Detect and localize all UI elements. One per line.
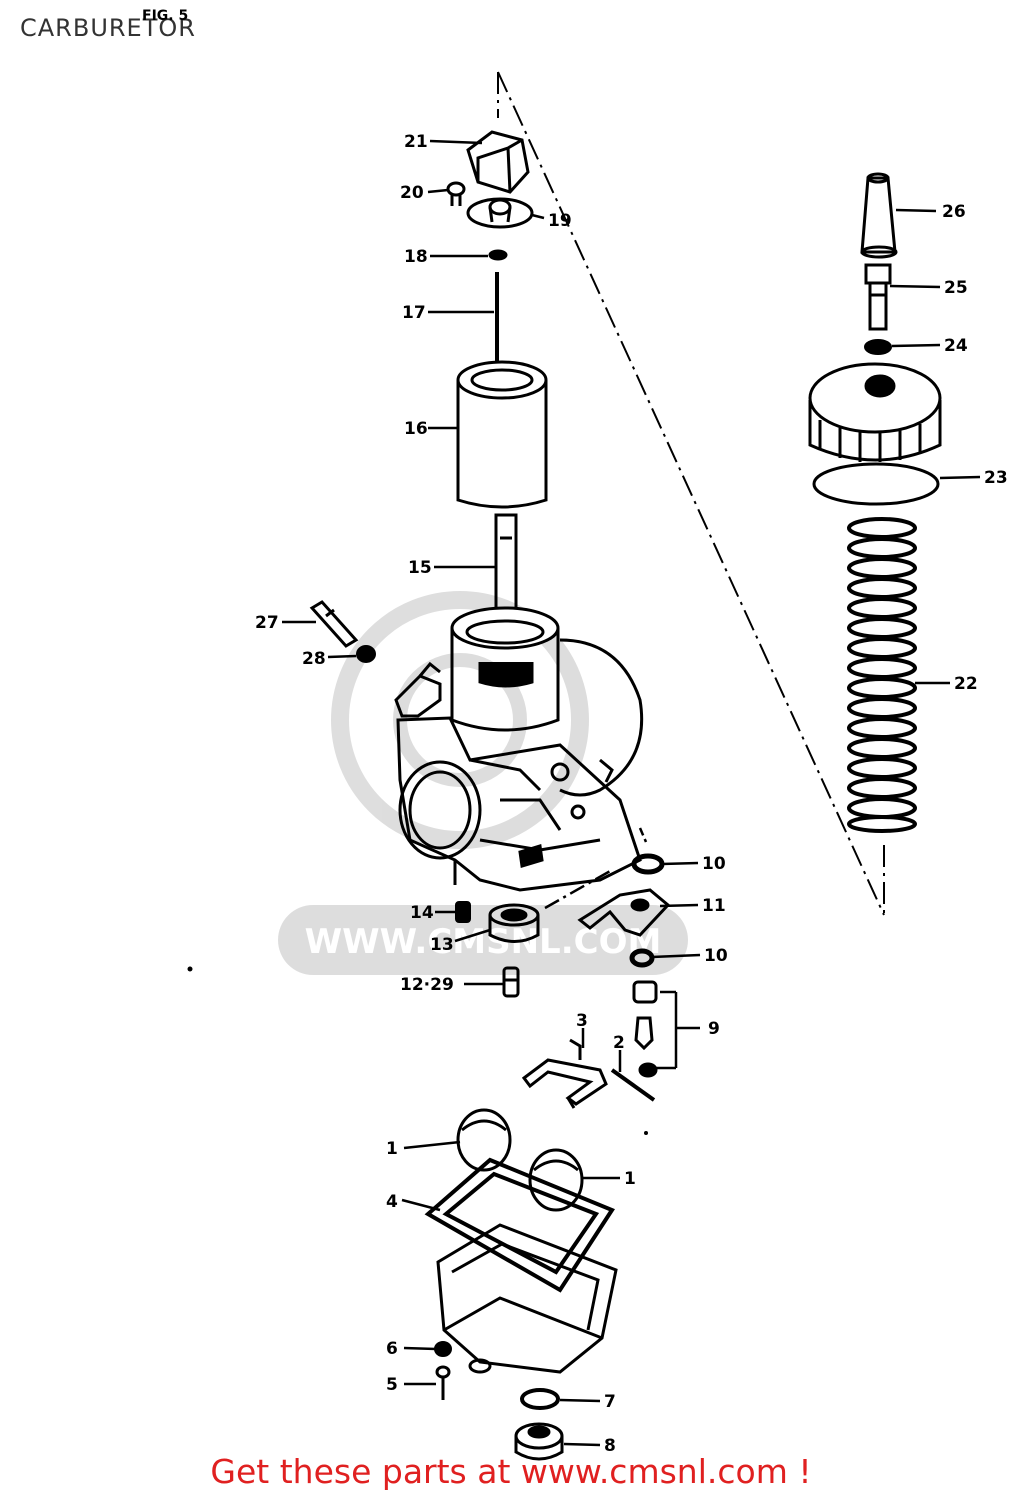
main-jet-14 bbox=[455, 901, 471, 923]
watermark-text: WWW.CMSNL.COM bbox=[305, 922, 662, 962]
part-label: 17 bbox=[402, 303, 426, 323]
part-label: 5 bbox=[386, 1375, 398, 1395]
part-label: 13 bbox=[430, 935, 454, 955]
part-label: 10 bbox=[704, 946, 728, 966]
part-label: 10 bbox=[702, 854, 726, 874]
stray-dot bbox=[644, 1131, 648, 1135]
part-label: 2 bbox=[613, 1033, 625, 1053]
float-1-left bbox=[456, 1108, 512, 1172]
part-label: 20 bbox=[400, 183, 424, 203]
nut-28 bbox=[356, 645, 376, 663]
part-label: 18 bbox=[404, 247, 428, 267]
cta-link[interactable]: Get these parts at www.cmsnl.com ! bbox=[210, 1452, 812, 1491]
part-label: 9 bbox=[708, 1019, 720, 1039]
part-label: 1 bbox=[624, 1169, 636, 1189]
screw-20 bbox=[446, 181, 466, 206]
part-label: 16 bbox=[404, 419, 428, 439]
adjuster-25 bbox=[864, 263, 892, 331]
washer-10-lower bbox=[629, 948, 655, 968]
cap-cover-21 bbox=[466, 130, 530, 194]
screw-6 bbox=[434, 1341, 452, 1357]
washer-24 bbox=[864, 339, 892, 355]
part-label: 28 bbox=[302, 649, 326, 669]
part-label: 12·29 bbox=[400, 975, 454, 995]
callout-leaders bbox=[282, 139, 981, 1447]
part-label: 21 bbox=[404, 132, 428, 152]
part-label: 22 bbox=[954, 674, 978, 694]
throttle-valve-16 bbox=[456, 360, 548, 509]
stray-dot bbox=[187, 966, 193, 972]
part-label: 8 bbox=[604, 1436, 616, 1456]
figure-label: FIG. 5 bbox=[142, 8, 189, 24]
float-valve-9 bbox=[632, 980, 658, 1078]
part-label: 23 bbox=[984, 468, 1008, 488]
o-ring-7 bbox=[520, 1388, 560, 1410]
spring-22 bbox=[847, 517, 917, 833]
part-label: 14 bbox=[410, 903, 434, 923]
pin-2 bbox=[610, 1068, 656, 1102]
part-label: 15 bbox=[408, 558, 432, 578]
float-1-right bbox=[528, 1148, 584, 1212]
part-label: 26 bbox=[942, 202, 966, 222]
part-label: 25 bbox=[944, 278, 968, 298]
cap-26 bbox=[860, 172, 898, 259]
float-arm-3 bbox=[521, 1038, 608, 1109]
gasket-4 bbox=[424, 1157, 615, 1293]
float-chamber bbox=[436, 1223, 618, 1374]
jet-12-29 bbox=[502, 966, 520, 998]
part-label: 19 bbox=[548, 211, 572, 231]
drain-plug-8 bbox=[514, 1422, 564, 1461]
part-label: 1 bbox=[386, 1139, 398, 1159]
part-label: 7 bbox=[604, 1392, 616, 1412]
part-label: 6 bbox=[386, 1339, 398, 1359]
clip-18 bbox=[488, 249, 508, 261]
carburetor-body bbox=[394, 606, 644, 892]
guide-holder-13 bbox=[488, 903, 540, 943]
part-label: 4 bbox=[386, 1192, 398, 1212]
part-label: 3 bbox=[576, 1011, 588, 1031]
washer-10-upper bbox=[631, 853, 665, 875]
screw-5 bbox=[435, 1365, 451, 1400]
part-label: 24 bbox=[944, 336, 968, 356]
bracket-11 bbox=[577, 888, 671, 937]
screw-27 bbox=[309, 600, 359, 648]
part-number-labels: 21 20 19 18 17 16 15 27 28 26 25 24 23 2… bbox=[255, 132, 1008, 1456]
part-label: 27 bbox=[255, 613, 279, 633]
part-label: 11 bbox=[702, 896, 726, 916]
page-title: CARBURETOR bbox=[20, 14, 196, 42]
plate-19 bbox=[466, 197, 534, 229]
assembly-guide-lines bbox=[497, 71, 885, 916]
top-cap-23 bbox=[808, 362, 942, 506]
